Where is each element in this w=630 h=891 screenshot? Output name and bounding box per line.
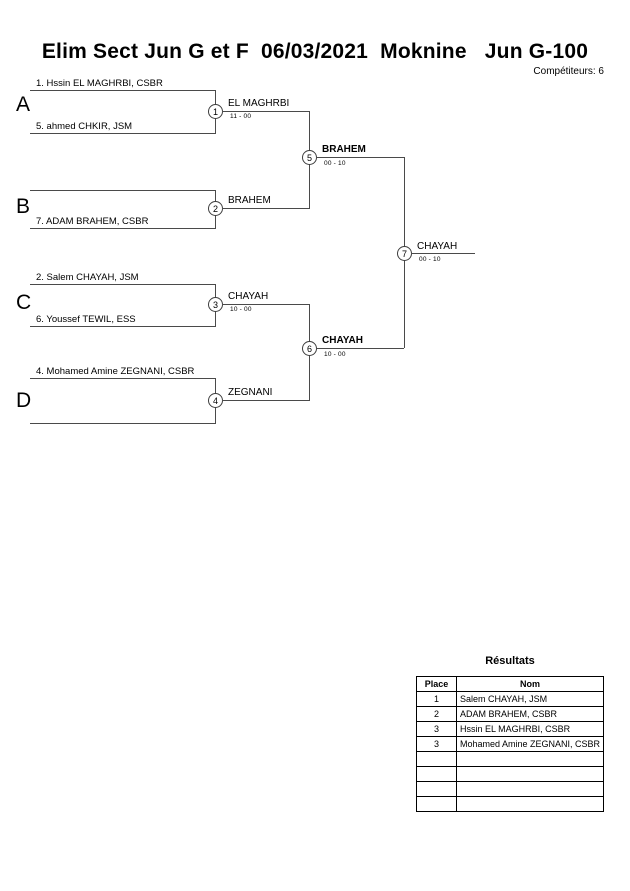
match-winner-5: BRAHEM bbox=[322, 144, 366, 155]
table-row bbox=[416, 781, 605, 797]
group-letter-a: A bbox=[16, 93, 31, 116]
result-place bbox=[416, 781, 457, 797]
match-winner-6: CHAYAH bbox=[322, 335, 363, 346]
results-header-row: Place Nom bbox=[416, 676, 605, 692]
group-letter-d: D bbox=[16, 389, 32, 412]
match-winner-4: ZEGNANI bbox=[228, 387, 273, 398]
result-name: ADAM BRAHEM, CSBR bbox=[455, 706, 605, 722]
result-place bbox=[416, 751, 457, 767]
table-row bbox=[416, 766, 605, 782]
page-title: Elim Sect Jun G et F 06/03/2021 Moknine … bbox=[41, 40, 589, 63]
result-name bbox=[455, 781, 605, 797]
bracket-line-d-top bbox=[30, 378, 216, 379]
entrant-c2: 6. Youssef TEWIL, ESS bbox=[36, 314, 136, 325]
bracket-line-b-bottom bbox=[30, 228, 216, 229]
result-place bbox=[416, 766, 457, 782]
match-circle-3[interactable]: 3 bbox=[208, 297, 223, 312]
bracket-line-c-bottom bbox=[30, 326, 216, 327]
match-circle-2[interactable]: 2 bbox=[208, 201, 223, 216]
entrant-b2: 7. ADAM BRAHEM, CSBR bbox=[36, 216, 149, 227]
match-circle-4[interactable]: 4 bbox=[208, 393, 223, 408]
table-row: 1 Salem CHAYAH, JSM bbox=[416, 691, 605, 707]
bracket-line-d-bottom bbox=[30, 423, 216, 424]
match-winner-3: CHAYAH bbox=[228, 291, 269, 302]
result-name bbox=[455, 751, 605, 767]
result-name: Hssin EL MAGHRBI, CSBR bbox=[455, 721, 605, 737]
results-column-nom: Nom bbox=[455, 676, 605, 692]
result-place bbox=[416, 796, 457, 812]
match-winner-1: EL MAGHRBI bbox=[228, 98, 290, 109]
bracket-line-m7-out bbox=[411, 253, 475, 254]
bracket-line-c-top bbox=[30, 284, 216, 285]
entrant-a2: 5. ahmed CHKIR, JSM bbox=[36, 121, 133, 132]
result-name: Salem CHAYAH, JSM bbox=[455, 691, 605, 707]
bracket-line-m3-out bbox=[222, 304, 310, 305]
match-score-3: 10 - 00 bbox=[230, 306, 252, 313]
entrant-a1: 1. Hssin EL MAGHRBI, CSBR bbox=[36, 78, 163, 89]
result-name: Mohamed Amine ZEGNANI, CSBR bbox=[455, 736, 605, 752]
match-winner-2: BRAHEM bbox=[228, 195, 271, 206]
bracket-line-m4-out bbox=[222, 400, 310, 401]
competitors-count: Compétiteurs: 6 bbox=[533, 66, 604, 77]
result-place: 1 bbox=[416, 691, 457, 707]
match-circle-7[interactable]: 7 bbox=[397, 246, 412, 261]
bracket-line-a-bottom bbox=[30, 133, 216, 134]
match-score-6: 10 - 00 bbox=[324, 351, 346, 358]
results-title: Résultats bbox=[485, 655, 535, 667]
result-place: 3 bbox=[416, 721, 457, 737]
results-table: Place Nom 1 Salem CHAYAH, JSM 2 ADAM BRA… bbox=[416, 676, 605, 812]
entrant-c1: 2. Salem CHAYAH, JSM bbox=[36, 272, 139, 283]
table-row: 3 Hssin EL MAGHRBI, CSBR bbox=[416, 721, 605, 737]
results-column-place: Place bbox=[416, 676, 457, 692]
bracket-line-b-top bbox=[30, 190, 216, 191]
group-letter-b: B bbox=[16, 195, 31, 218]
bracket-line-m2-out bbox=[222, 208, 310, 209]
match-winner-7: CHAYAH bbox=[417, 241, 458, 252]
table-row: 3 Mohamed Amine ZEGNANI, CSBR bbox=[416, 736, 605, 752]
group-letter-c: C bbox=[16, 291, 32, 314]
match-score-1: 11 - 00 bbox=[230, 113, 252, 120]
table-row bbox=[416, 751, 605, 767]
match-score-7: 00 - 10 bbox=[419, 256, 441, 263]
bracket-line-m1-out bbox=[222, 111, 310, 112]
table-row bbox=[416, 796, 605, 812]
entrant-d1: 4. Mohamed Amine ZEGNANI, CSBR bbox=[36, 366, 195, 377]
bracket-line-m6-out bbox=[316, 348, 404, 349]
result-place: 3 bbox=[416, 736, 457, 752]
result-name bbox=[455, 766, 605, 782]
table-row: 2 ADAM BRAHEM, CSBR bbox=[416, 706, 605, 722]
bracket-line-a-top bbox=[30, 90, 216, 91]
match-score-5: 00 - 10 bbox=[324, 160, 346, 167]
match-circle-5[interactable]: 5 bbox=[302, 150, 317, 165]
match-circle-6[interactable]: 6 bbox=[302, 341, 317, 356]
match-circle-1[interactable]: 1 bbox=[208, 104, 223, 119]
result-name bbox=[455, 796, 605, 812]
bracket-line-m5-out bbox=[316, 157, 404, 158]
result-place: 2 bbox=[416, 706, 457, 722]
